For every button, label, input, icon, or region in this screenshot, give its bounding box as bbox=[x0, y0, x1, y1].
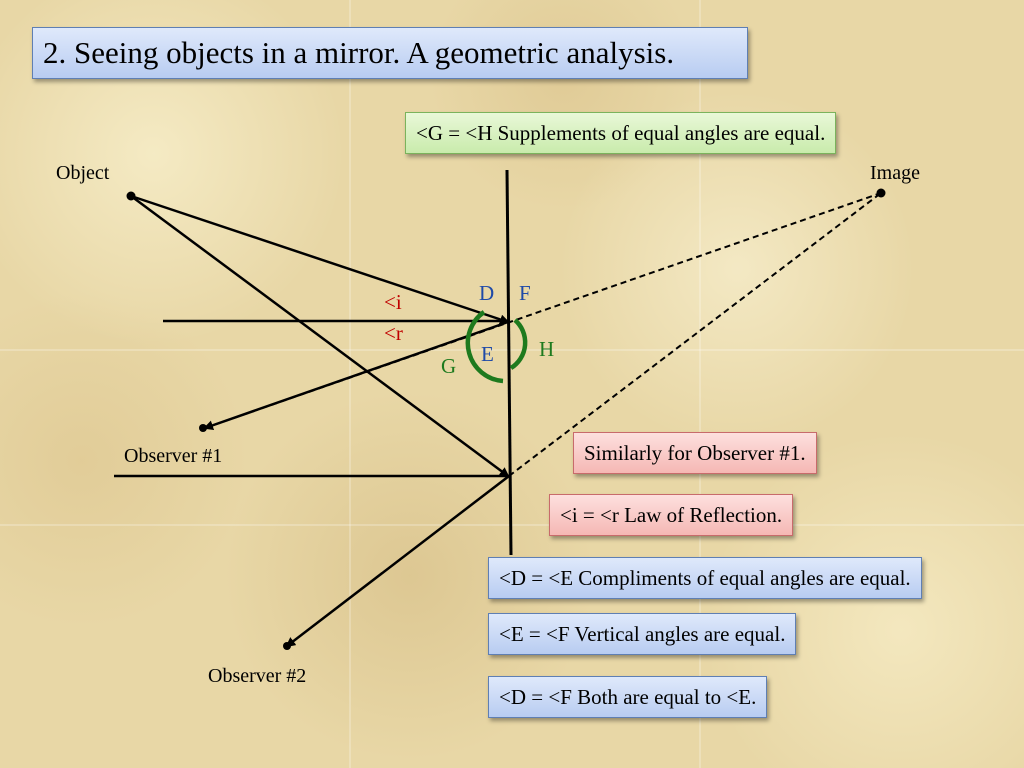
angle-e-label: E bbox=[481, 342, 494, 366]
virtual-ray-observer1 bbox=[204, 192, 882, 429]
virtual-ray-observer2 bbox=[508, 192, 882, 477]
slide-title: 2. Seeing objects in a mirror. A geometr… bbox=[32, 27, 748, 79]
observer1-label: Observer #1 bbox=[124, 445, 223, 467]
angle-g-label: G bbox=[441, 354, 457, 378]
angle-i-label: <i bbox=[384, 290, 402, 314]
object-point bbox=[126, 191, 136, 201]
note-d-equals-e: <D = <E Compliments of equal angles are … bbox=[488, 557, 922, 599]
angle-h-arc bbox=[509, 318, 528, 370]
angle-f-label: F bbox=[519, 281, 531, 305]
angle-d-label: D bbox=[479, 281, 495, 305]
image-point bbox=[876, 188, 886, 198]
note-law-of-reflection: <i = <r Law of Reflection. bbox=[549, 494, 794, 536]
observer2-point bbox=[283, 642, 291, 650]
image-label: Image bbox=[870, 162, 920, 184]
angle-h-label: H bbox=[539, 337, 555, 361]
incident-ray-observer1 bbox=[130, 194, 510, 325]
reflected-ray-observer2 bbox=[285, 475, 510, 648]
mirror-line bbox=[505, 169, 513, 556]
note-similarly-observer1: Similarly for Observer #1. bbox=[573, 432, 817, 474]
note-g-equals-h: <G = <H Supplements of equal angles are … bbox=[405, 112, 837, 154]
incident-ray-observer2 bbox=[130, 194, 510, 478]
angle-r-label: <r bbox=[384, 321, 403, 345]
angle-g-arc bbox=[465, 310, 504, 384]
observer2-label: Observer #2 bbox=[208, 665, 307, 687]
note-d-equals-f: <D = <F Both are equal to <E. bbox=[488, 676, 768, 718]
observer1-point bbox=[199, 424, 207, 432]
note-e-equals-f: <E = <F Vertical angles are equal. bbox=[488, 613, 797, 655]
object-label: Object bbox=[56, 162, 110, 184]
